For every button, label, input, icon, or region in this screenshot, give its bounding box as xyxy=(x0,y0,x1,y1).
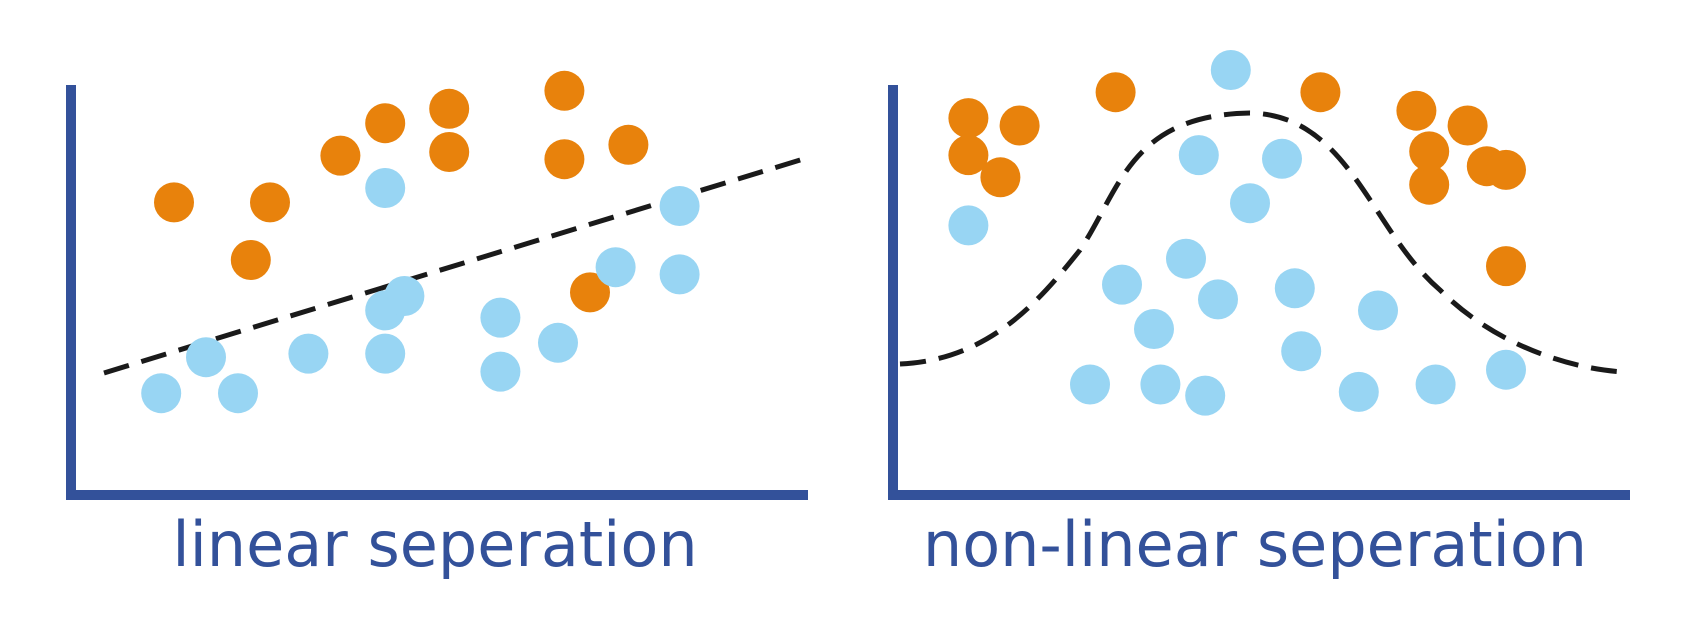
orange-point xyxy=(365,103,406,144)
blue-point xyxy=(595,247,636,288)
orange-point xyxy=(429,132,470,172)
orange-point xyxy=(980,157,1021,198)
blue-point xyxy=(1415,364,1456,405)
blue-point xyxy=(1185,375,1226,416)
blue-point xyxy=(480,297,521,338)
orange-point xyxy=(230,240,271,280)
panel-linear xyxy=(66,70,811,500)
blue-point xyxy=(141,373,182,414)
blue-point xyxy=(1274,268,1315,309)
orange-point xyxy=(570,272,610,313)
blue-point xyxy=(384,276,425,316)
linear-boundary-line xyxy=(103,154,811,376)
blue-point xyxy=(1230,183,1270,224)
orange-point xyxy=(544,70,585,111)
nonlinear-boundary-curve xyxy=(899,110,1626,375)
blue-point xyxy=(1358,290,1398,331)
blue-point xyxy=(1140,364,1181,405)
orange-point xyxy=(1095,72,1136,113)
axis-nonlinear xyxy=(888,85,1630,500)
orange-point xyxy=(1396,90,1437,131)
orange-point xyxy=(999,105,1040,146)
caption-nonlinear-separation: non-linear seperation xyxy=(922,508,1588,581)
blue-point xyxy=(186,337,226,378)
blue-point xyxy=(218,373,258,414)
axis-linear xyxy=(66,85,808,500)
blue-point xyxy=(1134,309,1174,349)
blue-point xyxy=(1166,238,1206,279)
blue-point xyxy=(1338,371,1379,412)
orange-point xyxy=(948,98,989,139)
blue-point xyxy=(288,333,329,374)
caption-linear-separation: linear seperation xyxy=(172,508,698,581)
blue-point xyxy=(1198,279,1238,320)
orange-point xyxy=(608,124,649,165)
orange-point xyxy=(948,135,989,176)
orange-point xyxy=(1486,149,1526,190)
blue-point xyxy=(1070,364,1110,405)
orange-point xyxy=(250,182,290,223)
blue-point xyxy=(1102,264,1142,305)
orange-point xyxy=(1447,105,1488,146)
blue-point xyxy=(365,333,406,374)
blue-point xyxy=(1486,349,1526,390)
orange-point xyxy=(320,135,361,176)
blue-point xyxy=(365,168,406,208)
orange-point xyxy=(1409,131,1450,172)
blue-point xyxy=(659,186,700,226)
blue-point xyxy=(1178,135,1219,176)
blue-point xyxy=(948,205,989,246)
panel-nonlinear xyxy=(888,50,1630,500)
blue-point xyxy=(1262,138,1302,179)
blue-point xyxy=(1210,50,1251,90)
orange-point xyxy=(1486,246,1526,287)
blue-point xyxy=(659,254,700,295)
orange-point xyxy=(544,139,585,180)
orange-point xyxy=(1409,164,1450,205)
blue-point xyxy=(538,322,578,363)
blue-point xyxy=(1281,331,1322,372)
blue-point xyxy=(480,351,521,392)
orange-point xyxy=(154,182,194,223)
orange-point xyxy=(429,88,470,129)
points-nonlinear xyxy=(948,50,1526,416)
points-linear xyxy=(141,70,700,414)
orange-point xyxy=(1300,72,1341,113)
